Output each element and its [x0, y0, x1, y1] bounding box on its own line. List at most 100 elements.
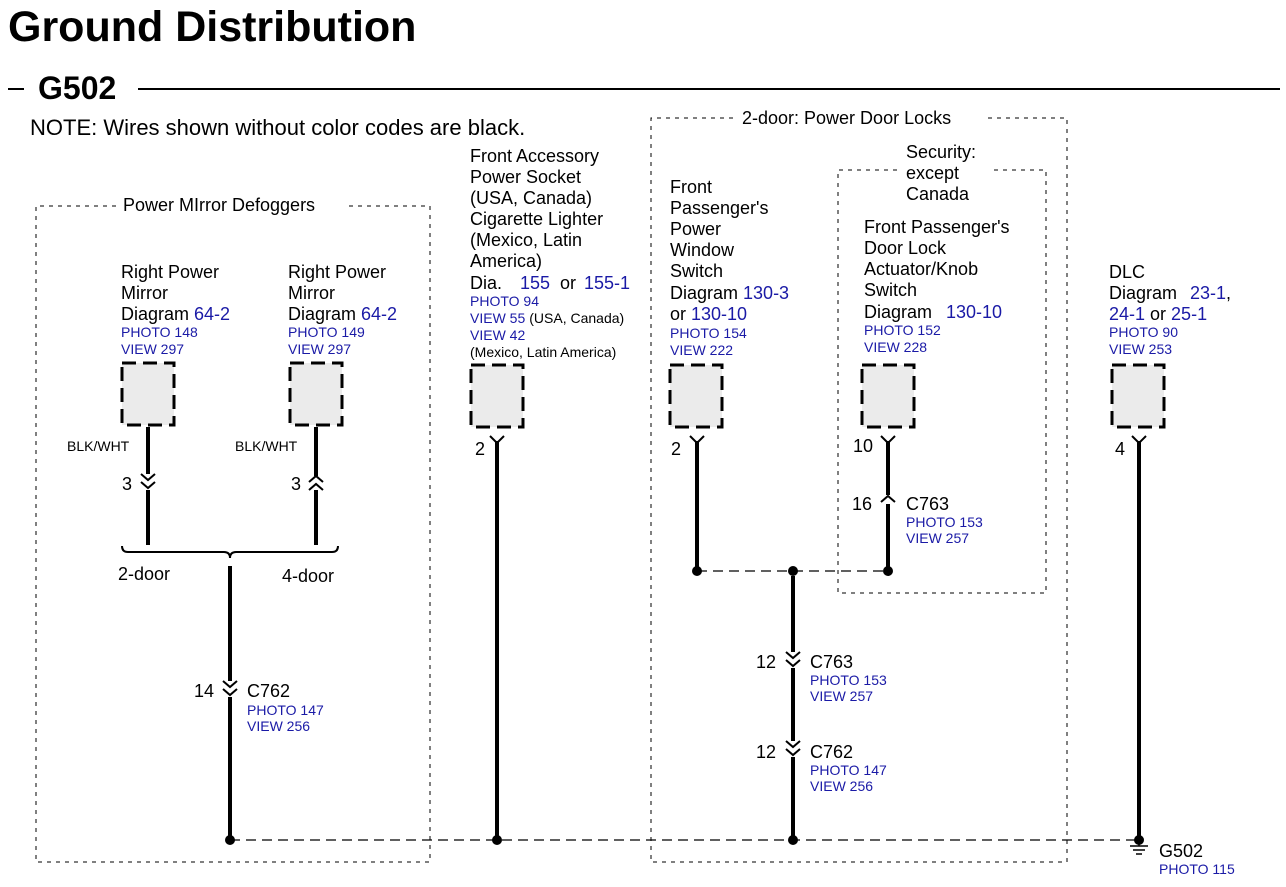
window-switch-name: Front Passenger's Power Window Switch [670, 177, 774, 281]
window-switch-diagram: Diagram 130-3 [670, 283, 789, 303]
door-lock-photo-link[interactable]: PHOTO 152 [864, 322, 941, 338]
left-c762-view-link[interactable]: VIEW 256 [247, 718, 310, 734]
socket-view-link-2[interactable]: VIEW 42 [470, 327, 525, 343]
window-switch-diagram-alt: or 130-10 [670, 304, 747, 324]
window-switch-wire [689, 435, 705, 571]
note-text: NOTE: Wires shown without color codes ar… [30, 115, 525, 140]
ground-photo-link[interactable]: PHOTO 115 [1159, 861, 1235, 877]
door-lock-component: Front Passenger's Door Lock Actuator/Kno… [860, 217, 1015, 429]
right-mirror-2-connector [288, 361, 344, 427]
mirror-group-box: Power MIrror Defoggers [35, 195, 431, 863]
door-lock-name: Front Passenger's Door Lock Actuator/Kno… [864, 217, 1015, 300]
mirror-group-label: Power MIrror Defoggers [123, 195, 315, 215]
right-mirror-2-diagram: Diagram 64-2 [288, 304, 397, 324]
ground-dot-mid [788, 835, 798, 845]
window-switch-diagram-link-2[interactable]: 130-10 [691, 304, 747, 324]
middle-trunk-wire [785, 576, 801, 840]
door-lock-c763-name: C763 [906, 494, 949, 514]
dlc-view-link[interactable]: VIEW 253 [1109, 341, 1172, 357]
mirror-1-pin: 3 [122, 474, 132, 494]
ground-dot-left [225, 835, 235, 845]
mid-c763-pin: 12 [756, 652, 776, 672]
page-title: Ground Distribution [8, 3, 416, 51]
right-mirror-1-connector [120, 361, 176, 427]
mid-c762-name: C762 [810, 742, 853, 762]
window-switch-component: Front Passenger's Power Window Switch Di… [668, 177, 789, 429]
dlc-diagram-link-2[interactable]: 24-1 [1109, 304, 1145, 324]
dlc-connector [1110, 363, 1166, 429]
mid-c763-photo-link[interactable]: PHOTO 153 [810, 672, 887, 688]
socket-view-2-note: (Mexico, Latin America) [470, 344, 616, 360]
window-switch-diagram-link-1[interactable]: 130-3 [743, 283, 789, 303]
socket-connector [469, 363, 525, 429]
wire-color-mirror-1: BLK/WHT [67, 438, 130, 454]
door-locks-group-box: 2-door: Power Door Locks [650, 108, 1068, 863]
right-mirror-2-diagram-link[interactable]: 64-2 [361, 304, 397, 324]
variant-brace [121, 545, 339, 559]
right-mirror-2-view-link[interactable]: VIEW 297 [288, 341, 351, 357]
left-c762-pin: 14 [194, 681, 214, 701]
variant-4-door: 4-door [282, 566, 334, 586]
mid-c762-photo-link[interactable]: PHOTO 147 [810, 762, 887, 778]
door-lock-connector [860, 363, 916, 429]
dlc-diagram-link-1[interactable]: 23-1 [1190, 283, 1226, 303]
mirror-2-wire [308, 427, 324, 545]
security-group-label: Security: except Canada [906, 142, 981, 204]
right-mirror-1-view-link[interactable]: VIEW 297 [121, 341, 184, 357]
ground-dot-socket [492, 835, 502, 845]
svg-text:VIEW 55(USA, Canada): VIEW 55(USA, Canada) [470, 310, 624, 326]
socket-view-1-note: (USA, Canada) [529, 310, 624, 326]
right-mirror-2-name: Right Power Mirror [288, 262, 391, 303]
mirror-2-pin: 3 [291, 474, 301, 494]
door-lock-view-link[interactable]: VIEW 228 [864, 339, 927, 355]
door-lock-wire [880, 435, 896, 571]
window-switch-view-link[interactable]: VIEW 222 [670, 342, 733, 358]
door-lock-diagram-link[interactable]: 130-10 [946, 302, 1002, 322]
door-locks-group-label: 2-door: Power Door Locks [742, 108, 951, 128]
socket-photo-link[interactable]: PHOTO 94 [470, 293, 539, 309]
ground-symbol-icon [1130, 840, 1148, 855]
dlc-name: DLC [1109, 262, 1145, 282]
dlc-pin: 4 [1115, 439, 1125, 459]
socket-wire [489, 435, 505, 840]
socket-diagram-link-1[interactable]: 155 [520, 273, 550, 293]
mid-c762-pin: 12 [756, 742, 776, 762]
wire-color-mirror-2: BLK/WHT [235, 438, 298, 454]
door-lock-c763-pin: 16 [852, 494, 872, 514]
right-mirror-1-diagram: Diagram 64-2 [121, 304, 230, 324]
right-mirror-2-component: Right Power Mirror Diagram 64-2 PHOTO 14… [288, 262, 397, 427]
right-mirror-2-photo-link[interactable]: PHOTO 149 [288, 324, 365, 340]
dlc-wire [1131, 435, 1147, 840]
window-switch-pin: 2 [671, 439, 681, 459]
junction-dot-lock [883, 566, 893, 576]
window-switch-connector [668, 363, 724, 429]
dlc-photo-link[interactable]: PHOTO 90 [1109, 324, 1178, 340]
ground-heading: G502 [38, 70, 116, 106]
socket-diagram-link-2[interactable]: 155-1 [584, 273, 630, 293]
door-lock-pin: 10 [853, 436, 873, 456]
left-trunk-wire [222, 566, 238, 840]
socket-view-link-1[interactable]: VIEW 55 [470, 310, 525, 326]
left-c762-photo-link[interactable]: PHOTO 147 [247, 702, 324, 718]
mid-c762-view-link[interactable]: VIEW 256 [810, 778, 873, 794]
door-lock-c763-photo-link[interactable]: PHOTO 153 [906, 514, 983, 530]
variant-2-door: 2-door [118, 564, 170, 584]
left-c762-name: C762 [247, 681, 290, 701]
right-mirror-1-diagram-link[interactable]: 64-2 [194, 304, 230, 324]
socket-component: Front Accessory Power Socket (USA, Canad… [469, 146, 630, 429]
right-mirror-1-component: Right Power Mirror Diagram 64-2 PHOTO 14… [120, 262, 230, 427]
socket-pin: 2 [475, 439, 485, 459]
door-lock-c763-view-link[interactable]: VIEW 257 [906, 530, 969, 546]
right-mirror-1-name: Right Power Mirror [121, 262, 224, 303]
window-switch-photo-link[interactable]: PHOTO 154 [670, 325, 747, 341]
dlc-diagram-link-3[interactable]: 25-1 [1171, 304, 1207, 324]
mirror-1-wire [140, 427, 156, 545]
security-group-box: Security: except Canada [837, 142, 1047, 594]
mid-c763-view-link[interactable]: VIEW 257 [810, 688, 873, 704]
right-mirror-1-photo-link[interactable]: PHOTO 148 [121, 324, 198, 340]
